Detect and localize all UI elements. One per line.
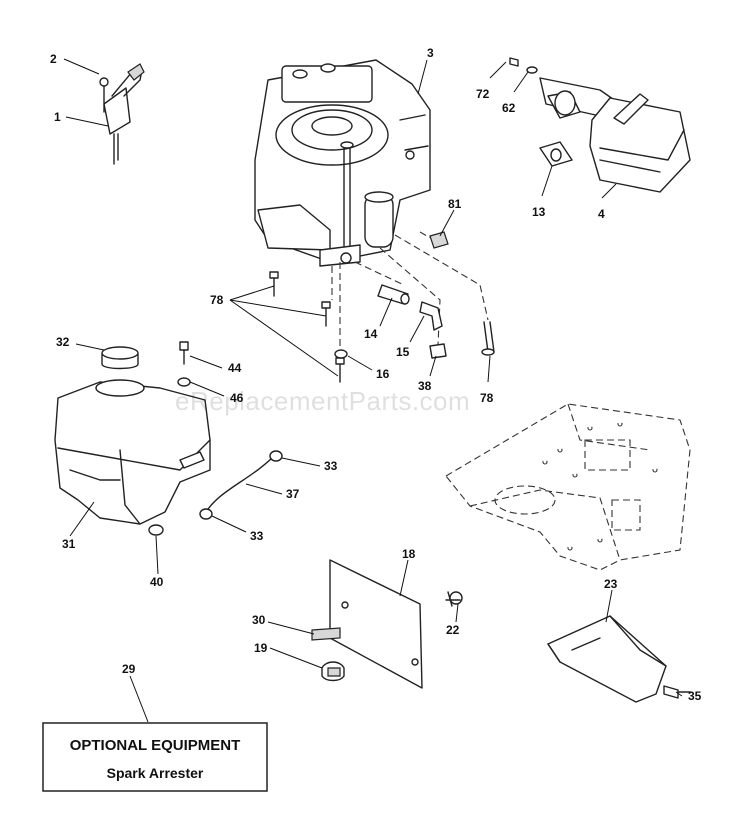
callout-31: 31 bbox=[62, 537, 76, 551]
callout-78-left: 78 bbox=[210, 293, 224, 307]
hardware bbox=[269, 231, 495, 383]
callout-18: 18 bbox=[402, 547, 416, 561]
battery-tray bbox=[547, 615, 691, 703]
callout-44: 44 bbox=[228, 361, 242, 375]
callout-16: 16 bbox=[376, 367, 390, 381]
callout-14: 14 bbox=[364, 327, 378, 341]
callout-19: 19 bbox=[254, 641, 268, 655]
callout-13: 13 bbox=[532, 205, 546, 219]
callout-38: 38 bbox=[418, 379, 432, 393]
callout-22: 22 bbox=[446, 623, 460, 637]
callout-33-top: 33 bbox=[324, 459, 338, 473]
fuel-line bbox=[199, 450, 283, 520]
optional-equipment-box: OPTIONAL EQUIPMENT Spark Arrester bbox=[42, 722, 268, 792]
callout-46: 46 bbox=[230, 391, 244, 405]
callout-15: 15 bbox=[396, 345, 410, 359]
leader-lines bbox=[63, 58, 683, 723]
callout-37: 37 bbox=[286, 487, 300, 501]
throttle-control bbox=[99, 63, 145, 165]
optional-equipment-title: OPTIONAL EQUIPMENT bbox=[70, 737, 241, 754]
optional-equipment-subtitle: Spark Arrester bbox=[107, 765, 204, 781]
callout-81: 81 bbox=[448, 197, 462, 211]
callout-labels: 2 1 3 72 62 13 4 81 78 14 15 16 38 78 32… bbox=[50, 46, 702, 703]
callout-33-bottom: 33 bbox=[250, 529, 264, 543]
frame-outline bbox=[445, 403, 691, 571]
callout-35: 35 bbox=[688, 689, 702, 703]
callout-78-right: 78 bbox=[480, 391, 494, 405]
callout-29: 29 bbox=[122, 662, 136, 676]
callout-32: 32 bbox=[56, 335, 70, 349]
callout-62: 62 bbox=[502, 101, 516, 115]
watermark-text: eReplacementParts.com bbox=[175, 386, 470, 416]
callout-4: 4 bbox=[598, 207, 605, 221]
callout-3: 3 bbox=[427, 46, 434, 60]
callout-40: 40 bbox=[150, 575, 164, 589]
callout-1: 1 bbox=[54, 110, 61, 124]
callout-72: 72 bbox=[476, 87, 490, 101]
fuel-tank bbox=[54, 341, 211, 536]
callout-23: 23 bbox=[604, 577, 618, 591]
engine bbox=[254, 59, 431, 267]
heat-shield bbox=[311, 559, 463, 689]
callout-30: 30 bbox=[252, 613, 266, 627]
muffler-assembly bbox=[509, 57, 691, 193]
callout-2: 2 bbox=[50, 52, 57, 66]
